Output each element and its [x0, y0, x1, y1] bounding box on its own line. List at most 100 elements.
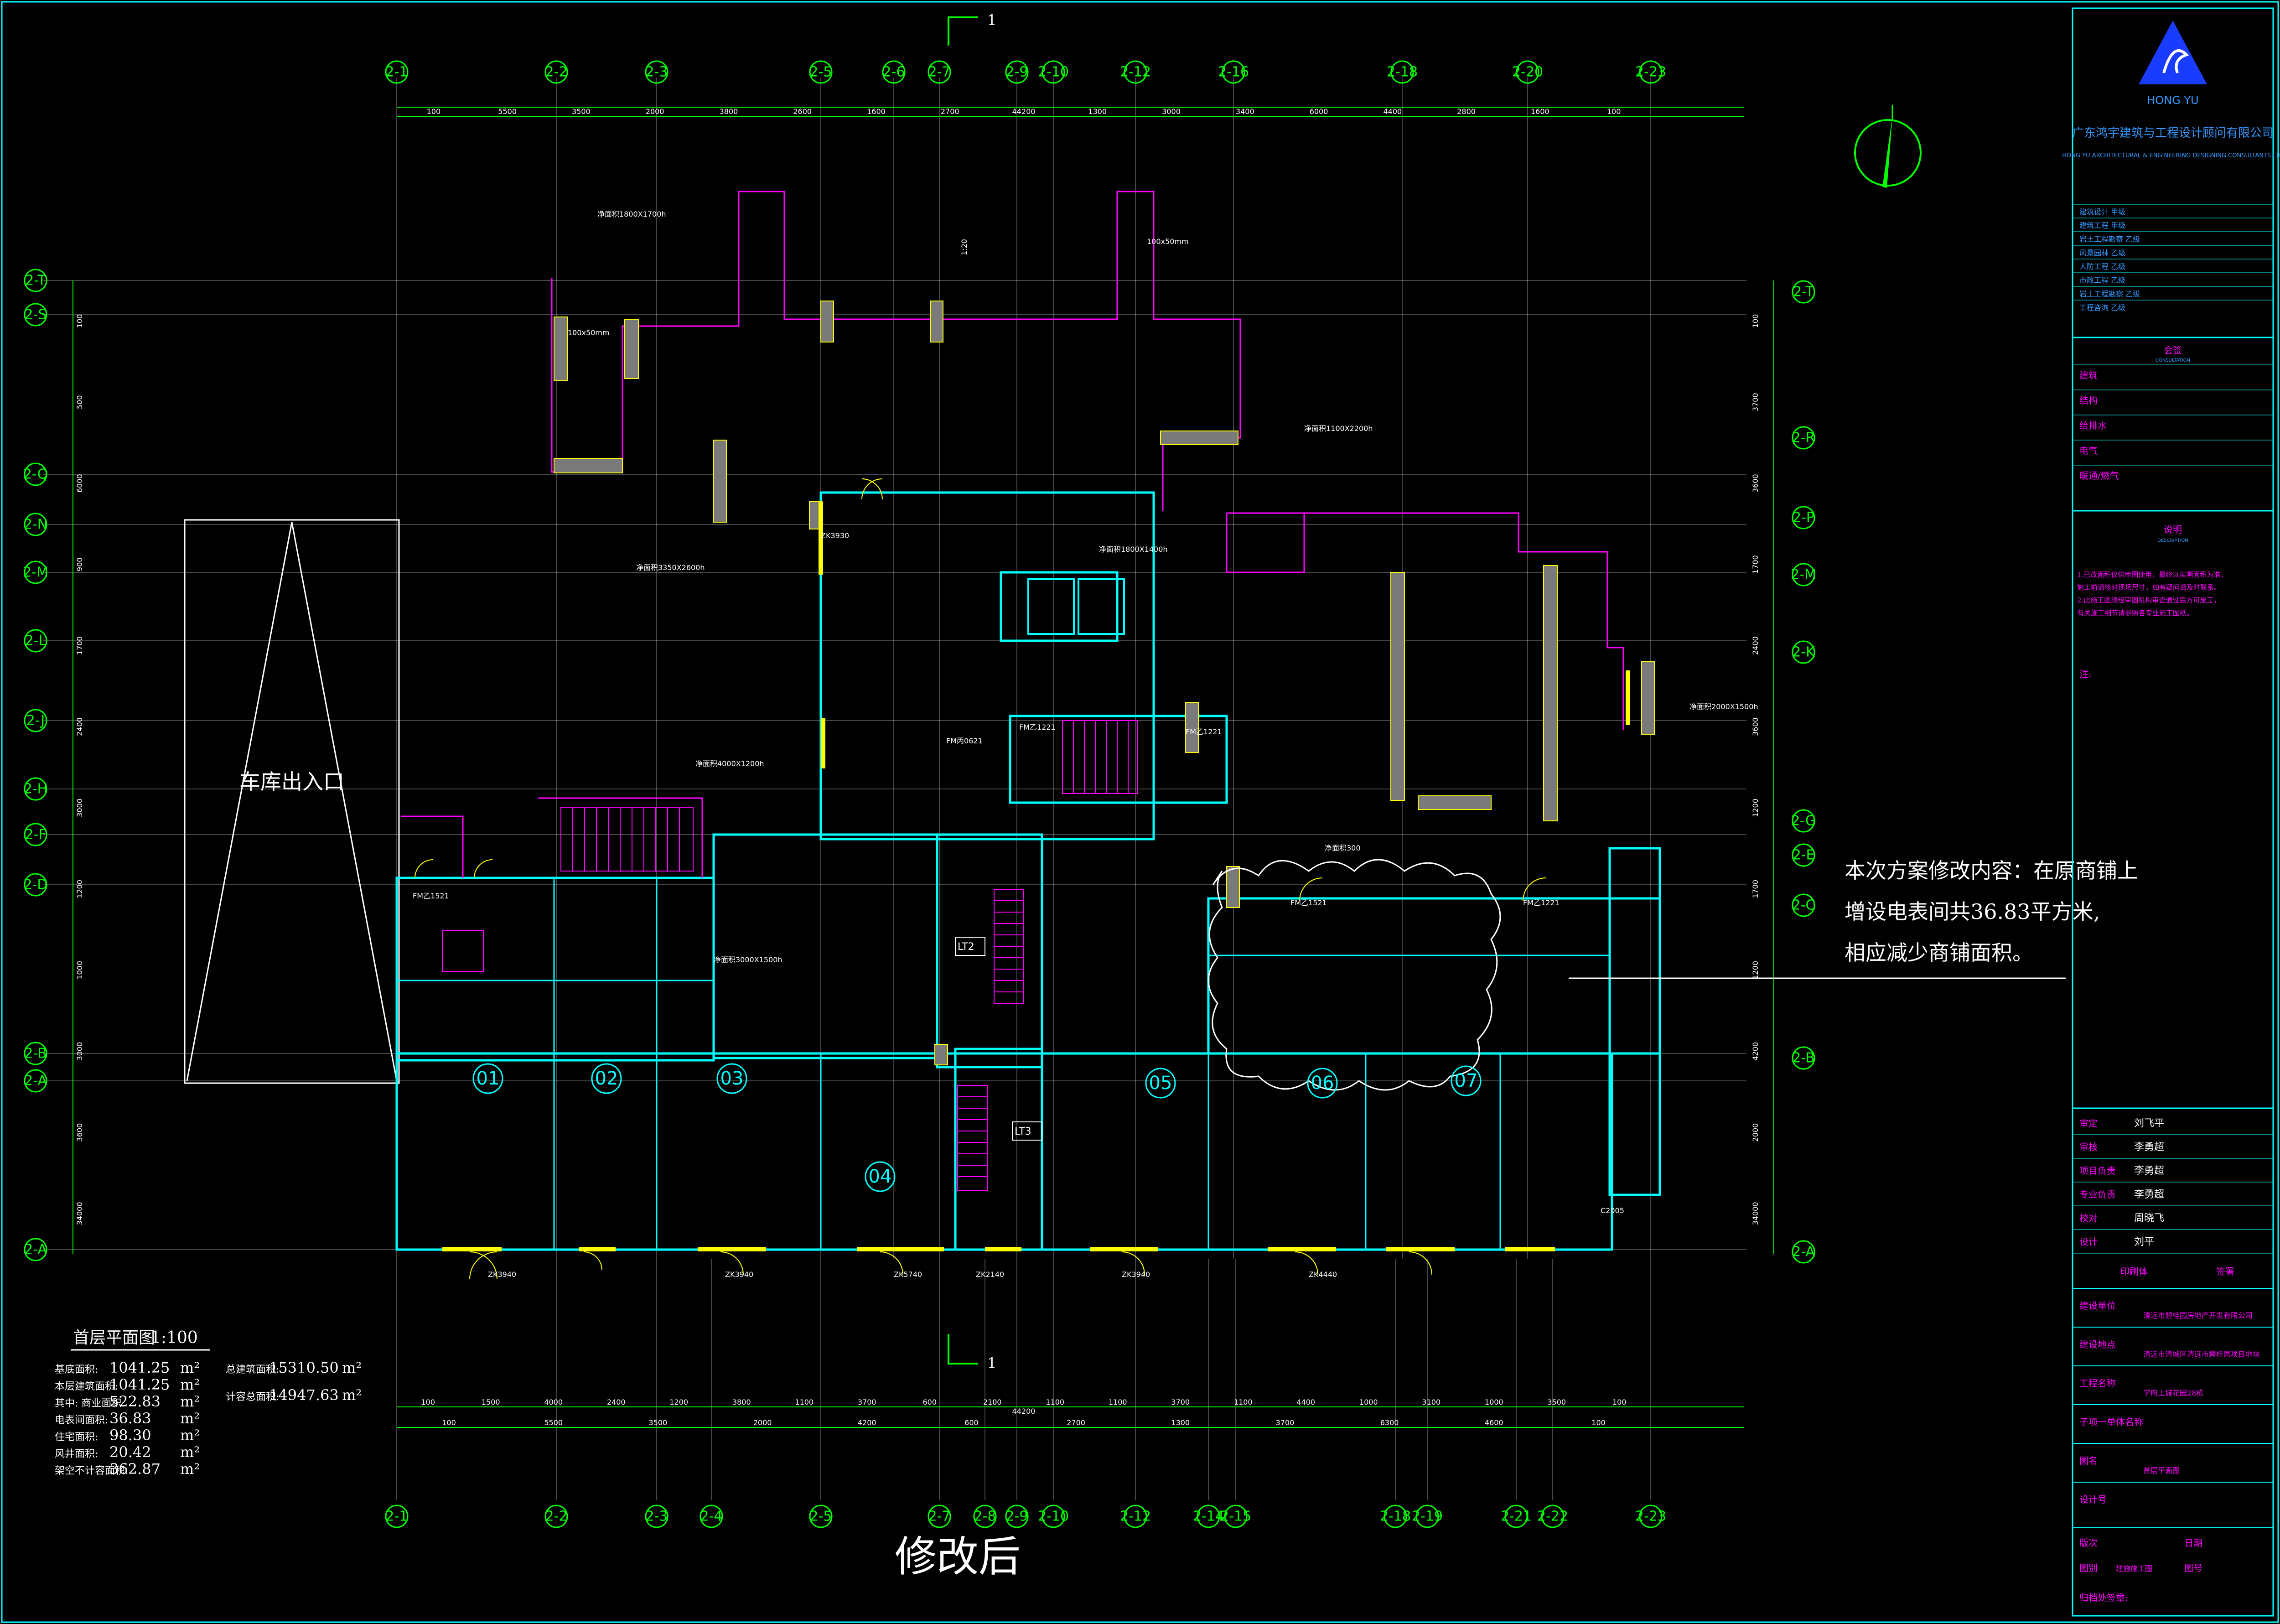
svg-text:2-12: 2-12: [1120, 64, 1151, 80]
room-tag-lt2: LT2: [958, 941, 974, 953]
dimension: 2100: [983, 1398, 1002, 1406]
section-mark-bottom: 1: [987, 1354, 996, 1372]
role-label: 设计: [2079, 1236, 2098, 1247]
axis-right-2-P: 2-P: [1792, 506, 1815, 529]
shop-04: 04: [865, 1161, 896, 1192]
dimension: 1200: [75, 880, 84, 898]
dimension: 3000: [1162, 107, 1181, 116]
svg-text:2-23: 2-23: [1635, 64, 1666, 80]
svg-text:m²: m²: [342, 1386, 362, 1404]
dimension: 1200: [1751, 961, 1760, 980]
stair-treads: [560, 721, 1129, 1177]
cert-row: 给排水: [2079, 420, 2107, 431]
svg-text:2-7: 2-7: [928, 64, 951, 80]
revision-cloud: [1207, 859, 1501, 1091]
axis-top-2-5: 2-5: [809, 60, 833, 84]
svg-text:m²: m²: [180, 1427, 200, 1444]
svg-text:2-7: 2-7: [928, 1509, 951, 1525]
door-tag: FM乙1221: [1019, 723, 1056, 732]
axis-left-2-N: 2-N: [24, 513, 47, 536]
svg-text:2-J: 2-J: [26, 713, 45, 729]
axis-top-2-23: 2-23: [1635, 60, 1666, 84]
svg-text:2-21: 2-21: [1501, 1509, 1532, 1525]
dimension: 100: [1612, 1398, 1627, 1406]
dimension: 3000: [75, 1042, 84, 1061]
axis-top-2-6: 2-6: [882, 60, 906, 84]
svg-text:m²: m²: [180, 1393, 200, 1410]
svg-text:m²: m²: [180, 1359, 200, 1376]
room-tag-lt3: LT3: [1015, 1126, 1031, 1137]
axis-right-2-T: 2-T: [1792, 280, 1815, 304]
svg-text:2-F: 2-F: [25, 827, 46, 843]
dimension: 4600: [1485, 1418, 1503, 1427]
dimension: 3500: [1547, 1398, 1566, 1406]
axis-left-2-S: 2-S: [24, 303, 47, 327]
axis-right-2-K: 2-K: [1792, 640, 1815, 664]
axis-bottom-2-22: 2-22: [1537, 1505, 1568, 1528]
description-line: 施工前请核对现场尺寸，如有疑问请及时联系。: [2077, 583, 2221, 591]
door-tag: ZK3940: [488, 1270, 516, 1279]
company-name-en: HONG YU ARCHITECTURAL & ENGINEERING DESI…: [2062, 152, 2280, 159]
dimension: 1000: [75, 961, 84, 980]
dimension: 1700: [1751, 880, 1760, 898]
info-value: 学府上城花园28栋: [2143, 1389, 2203, 1397]
role-name: 李勇超: [2134, 1165, 2164, 1177]
dimension: 4400: [1383, 107, 1402, 116]
role-name: 李勇超: [2134, 1141, 2164, 1153]
dimension: 1100: [1046, 1398, 1064, 1406]
dimension: 100: [75, 314, 84, 328]
svg-text:m²: m²: [342, 1359, 362, 1376]
role-label: 审核: [2079, 1141, 2098, 1152]
axis-right-2-G: 2-G: [1791, 809, 1816, 833]
door-tag: FM乙1221: [1523, 898, 1560, 907]
dimension: 5500: [498, 107, 517, 116]
dimension: 3500: [649, 1418, 668, 1427]
axis-bottom-2-19: 2-19: [1412, 1505, 1443, 1528]
dimension: 100: [427, 107, 441, 116]
svg-text:522.83: 522.83: [109, 1393, 161, 1410]
opening-tag: 净面积4000X1200h: [695, 759, 764, 768]
dimension: 900: [75, 557, 84, 571]
dimension: 1300: [1171, 1418, 1190, 1427]
svg-text:基底面积:: 基底面积:: [55, 1364, 98, 1375]
svg-text:其中: 商业面积:: 其中: 商业面积:: [55, 1398, 125, 1409]
svg-text:2-5: 2-5: [810, 64, 832, 80]
cert-row: 暖通/燃气: [2079, 470, 2119, 481]
opening-tag: 净面积3000X1500h: [714, 955, 782, 964]
svg-text:m²: m²: [180, 1410, 200, 1427]
svg-text:2-22: 2-22: [1537, 1509, 1568, 1525]
svg-text:15310.50: 15310.50: [269, 1359, 339, 1376]
info-value: 首层平面图: [2143, 1466, 2180, 1475]
axis-right-2-M: 2-M: [1791, 563, 1816, 586]
dimension: 2400: [607, 1398, 626, 1406]
door-tag: C2005: [1601, 1206, 1624, 1215]
section-marks: 1 1 1:20: [948, 11, 996, 1372]
svg-text:06: 06: [1311, 1073, 1334, 1094]
axis-top-2-16: 2-16: [1218, 60, 1249, 84]
svg-text:2-L: 2-L: [25, 633, 47, 649]
cert-header-en: CONSULTATION: [2156, 358, 2190, 363]
columns: [554, 301, 1655, 1065]
dimension: 3800: [732, 1398, 751, 1406]
dimension: 2600: [793, 107, 812, 116]
desc-header-en: DESCRIPTION: [2157, 538, 2188, 543]
axis-left-2-H: 2-H: [24, 777, 47, 801]
svg-text:2-A: 2-A: [24, 1073, 47, 1089]
room-tags: LT2 LT3 FM乙1521 FM乙1521 FM乙1221 FM乙1221 …: [413, 210, 1758, 1279]
svg-text:2-2: 2-2: [545, 1509, 568, 1525]
axis-bottom-2-14: 2-14: [1193, 1505, 1224, 1528]
qualification-row: 人防工程 乙级: [2079, 262, 2125, 271]
shop-03: 03: [716, 1063, 747, 1094]
axis-bottom-2-12: 2-12: [1120, 1505, 1151, 1528]
svg-text:2-12: 2-12: [1120, 1509, 1151, 1525]
qualification-row: 岩土工程勘察 乙级: [2079, 290, 2140, 298]
qualification-row: 岩土工程勘察 乙级: [2079, 235, 2140, 244]
shop-06: 06: [1307, 1068, 1338, 1099]
qualification-row: 工程咨询 乙级: [2079, 303, 2125, 312]
cert-header: 会签: [2164, 345, 2182, 356]
dimension: 1100: [1109, 1398, 1127, 1406]
role-name: 李勇超: [2134, 1189, 2164, 1200]
